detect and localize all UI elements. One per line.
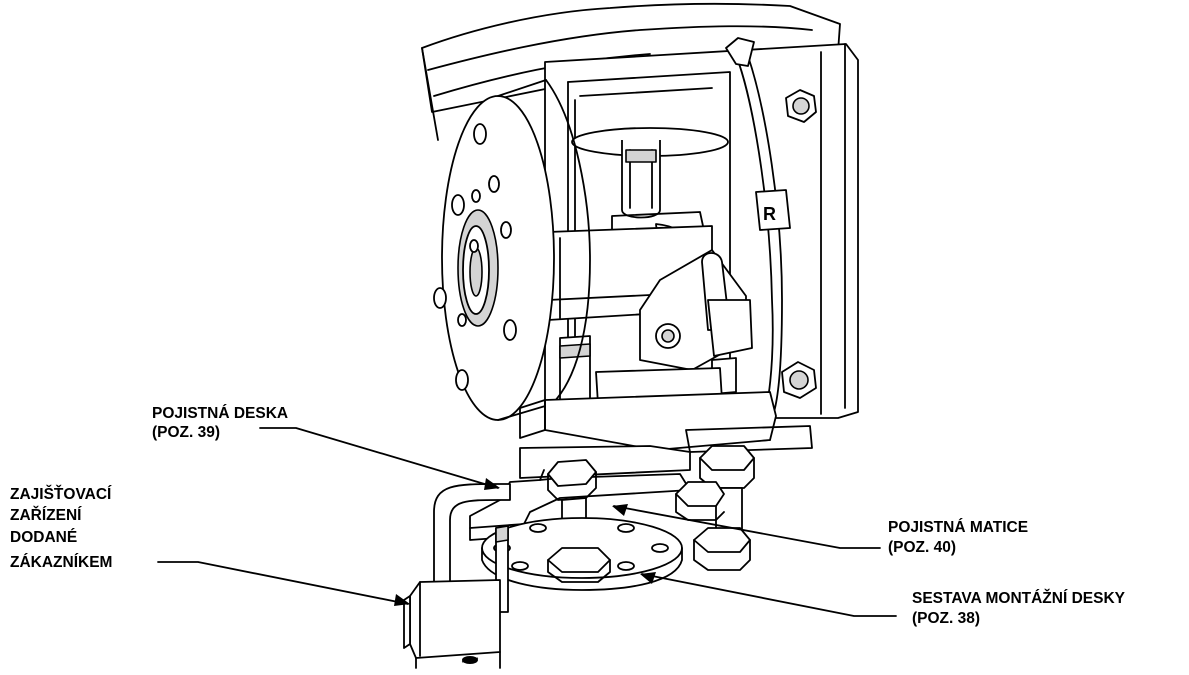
leader-lines bbox=[157, 427, 897, 617]
callout-mounting-plate-line1: SESTAVA MONTÁŽNÍ DESKY bbox=[912, 589, 1126, 607]
svg-text:R: R bbox=[763, 204, 776, 224]
callout-mounting-plate-line2: (POZ. 38) bbox=[912, 610, 980, 627]
callout-locking-device-line2: ZAŘÍZENÍ bbox=[10, 506, 82, 524]
callout-lock-nut: POJISTNÁ MATICE (POZ. 40) bbox=[888, 519, 1028, 556]
padlock bbox=[403, 483, 511, 669]
left-flange bbox=[433, 79, 591, 421]
callout-locking-plate-line1: POJISTNÁ DESKA bbox=[152, 405, 288, 422]
callout-locking-device-line4: ZÁKAZNÍKEM bbox=[10, 554, 112, 571]
callout-lock-nut-line2: (POZ. 40) bbox=[888, 539, 956, 556]
callout-mounting-plate: SESTAVA MONTÁŽNÍ DESKY (POZ. 38) bbox=[912, 589, 1126, 627]
callout-locking-plate: POJISTNÁ DESKA (POZ. 39) bbox=[152, 405, 288, 441]
callout-locking-device-line1: ZAJIŠŤOVACÍ bbox=[10, 485, 112, 503]
callout-lock-nut-line1: POJISTNÁ MATICE bbox=[888, 519, 1028, 536]
mounting-plate-part bbox=[481, 517, 683, 591]
callout-locking-device-line3: DODANÉ bbox=[10, 529, 77, 546]
callout-locking-device: ZAJIŠŤOVACÍ ZAŘÍZENÍ DODANÉ ZÁKAZNÍKEM bbox=[10, 485, 112, 571]
callout-locking-plate-line2: (POZ. 39) bbox=[152, 424, 220, 441]
